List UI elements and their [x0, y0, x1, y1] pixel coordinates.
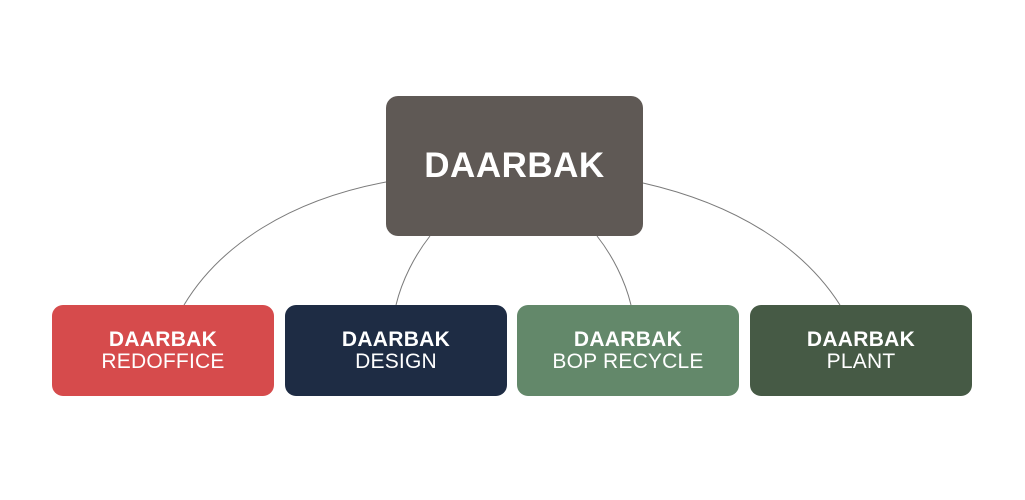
child-node-plant: DAARBAK PLANT — [750, 305, 972, 396]
child-node-title: DAARBAK — [573, 327, 683, 351]
child-node-subtitle: PLANT — [826, 349, 896, 373]
child-node-title: DAARBAK — [806, 327, 916, 351]
child-node-title: DAARBAK — [341, 327, 451, 351]
child-node-redoffice: DAARBAK REDOFFICE — [52, 305, 274, 396]
child-node-bop-recycle: DAARBAK BOP RECYCLE — [517, 305, 739, 396]
child-node-subtitle: BOP RECYCLE — [552, 349, 704, 373]
child-node-title: DAARBAK — [108, 327, 218, 351]
child-node-subtitle: REDOFFICE — [101, 349, 225, 373]
connector-root-to-redoffice — [183, 181, 387, 306]
connector-root-to-bop-recycle — [596, 235, 632, 306]
child-node-design: DAARBAK DESIGN — [285, 305, 507, 396]
root-node-daarbak: DAARBAK — [386, 96, 643, 236]
connector-root-to-plant — [642, 182, 841, 306]
root-node-title: DAARBAK — [424, 146, 605, 185]
connector-root-to-design — [395, 235, 431, 306]
child-node-subtitle: DESIGN — [355, 349, 437, 373]
